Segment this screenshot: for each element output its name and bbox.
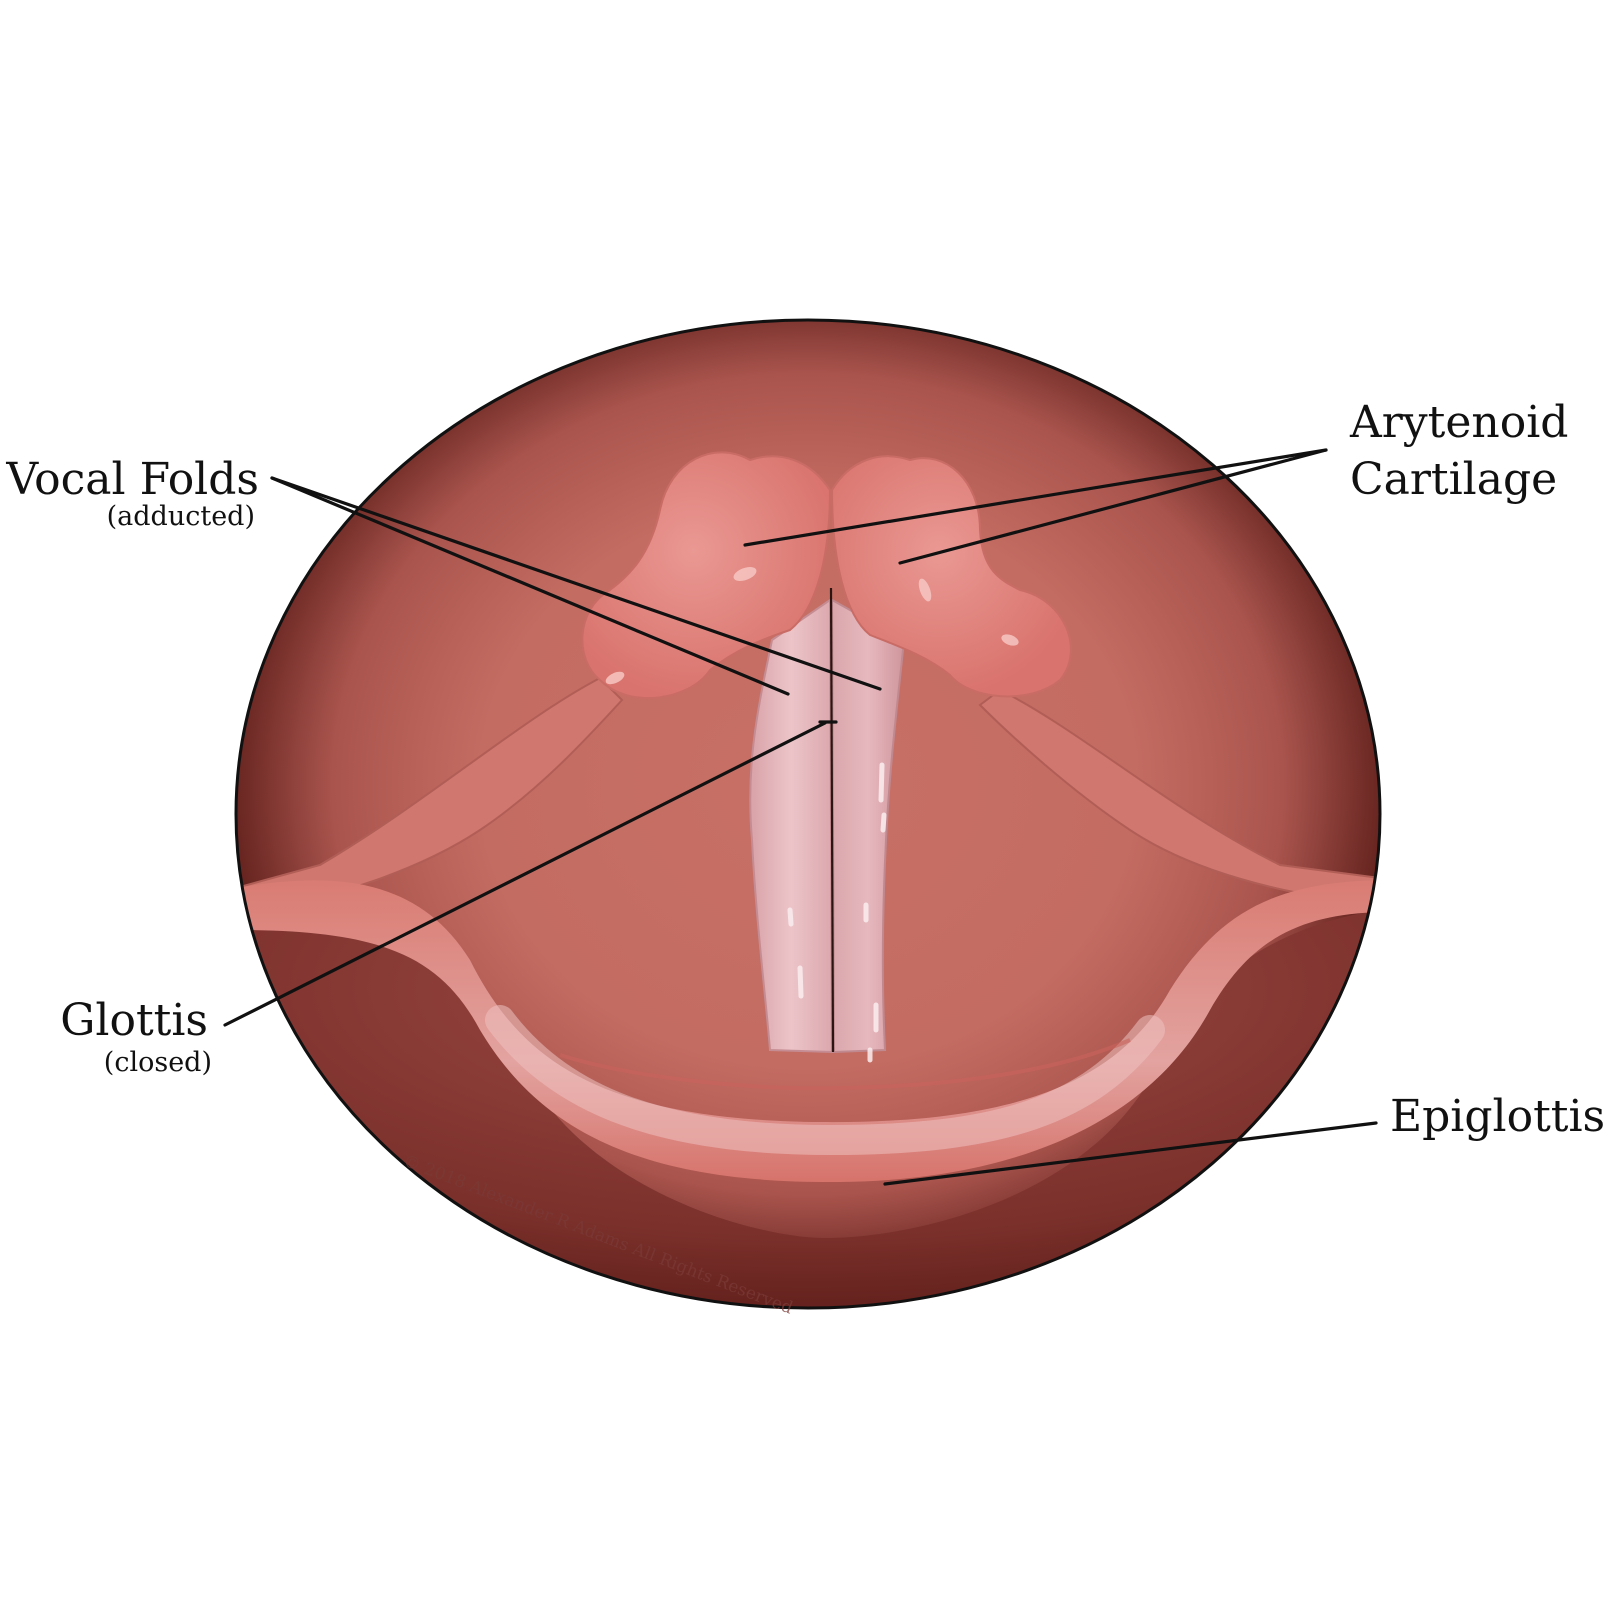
- glottis-title: Glottis: [60, 995, 208, 1046]
- vocal-folds-leader-left: [270, 476, 790, 696]
- arytenoid-line2: Cartilage: [1350, 454, 1557, 505]
- leader-lines: [223, 448, 1378, 1186]
- vocal-folds-leader-right: [270, 476, 882, 691]
- label-epiglottis: Epiglottis: [1390, 1091, 1605, 1142]
- epiglottis-surface: [559, 1038, 1131, 1091]
- epiglottis: [236, 880, 1380, 1183]
- label-vocal-folds: Vocal Folds (adducted): [5, 454, 259, 532]
- epiglottis-leader: [883, 1121, 1378, 1186]
- vocal-folds-subtitle: (adducted): [107, 501, 255, 532]
- arytenoid-line1: Arytenoid: [1349, 397, 1568, 448]
- glottis-line: [829, 587, 835, 1053]
- left-arytenoid-cartilage: [581, 451, 832, 700]
- arytenoid-leader-left: [743, 448, 1328, 547]
- glottis-leader: [223, 721, 827, 1027]
- label-arytenoid-cartilage: Arytenoid Cartilage: [1349, 397, 1568, 505]
- arytenoid-leader-right: [898, 448, 1328, 565]
- vocal-folds-title: Vocal Folds: [5, 454, 259, 505]
- endoscope-view: © 2018 Alexander R Adams All Rights Rese…: [234, 318, 1382, 1319]
- epiglottis-title: Epiglottis: [1390, 1091, 1605, 1142]
- vocal-fold-highlights: [787, 762, 887, 1063]
- arytenoid-highlights: [605, 567, 1019, 685]
- glottis-subtitle: (closed): [104, 1047, 212, 1078]
- left-vocal-fold: [749, 598, 834, 1054]
- epiglottis-highlight: [485, 1005, 1165, 1156]
- right-aryepiglottic-fold: [978, 688, 1380, 907]
- right-vocal-fold: [830, 598, 906, 1054]
- scope-outline: [234, 318, 1382, 1310]
- label-glottis: Glottis (closed): [60, 995, 212, 1078]
